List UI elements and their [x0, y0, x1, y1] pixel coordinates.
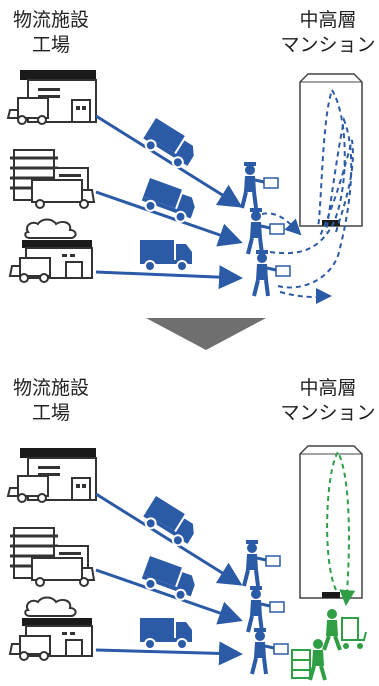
destination-label-after-line1: 中高層: [299, 377, 357, 399]
truck-icon: [139, 239, 193, 272]
destination-label-after: 中高層 マンション: [278, 376, 378, 426]
origin-label-after: 物流施設 工場: [6, 376, 96, 426]
warehouse-icon: [7, 69, 97, 125]
destination-label-line1: 中高層: [299, 9, 357, 31]
origin-label-after-line2: 工場: [31, 402, 70, 424]
delivery-person-icon: [242, 538, 282, 588]
factory-icon: [9, 218, 93, 283]
truck-icon: [139, 617, 193, 650]
factory-building-icon: [8, 526, 96, 588]
route-line: [95, 492, 243, 586]
warehouse-icon: [7, 447, 97, 503]
origin-label-after-line1: 物流施設: [12, 377, 89, 399]
destination-label-after-line2: マンション: [280, 402, 376, 424]
dashed-route: [319, 139, 354, 237]
delivery-person-icon: [240, 160, 280, 210]
factory-icon: [9, 596, 93, 661]
route-line: [95, 641, 243, 666]
hand-cart-icon: [291, 649, 311, 679]
origin-label: 物流施設 工場: [6, 8, 96, 58]
delivery-person-icon: [250, 626, 290, 676]
origin-label-line1: 物流施設: [12, 9, 89, 31]
delivery-person-icon: [252, 248, 292, 298]
factory-building-icon: [8, 148, 96, 210]
dashed-route: [326, 450, 356, 606]
route-line: [95, 190, 243, 247]
delivery-person-icon: [246, 584, 286, 634]
destination-label-line2: マンション: [280, 34, 376, 56]
origin-label-line2: 工場: [31, 34, 70, 56]
dashed-route: [261, 212, 302, 236]
destination-label: 中高層 マンション: [278, 8, 378, 58]
route-line: [95, 114, 243, 208]
dashed-route: [277, 116, 353, 289]
route-line: [95, 568, 243, 625]
dashed-route: [269, 87, 346, 255]
green-delivery-person-icon: [322, 609, 367, 651]
dashed-route: [279, 288, 332, 305]
down-arrow-icon: [146, 318, 266, 350]
delivery-person-icon: [246, 206, 286, 256]
panel-before: [7, 69, 363, 305]
route-line: [95, 265, 243, 290]
panel-after: [7, 445, 367, 681]
green-delivery-person-icon: [308, 639, 327, 681]
high-rise-building-icon: [299, 445, 363, 599]
